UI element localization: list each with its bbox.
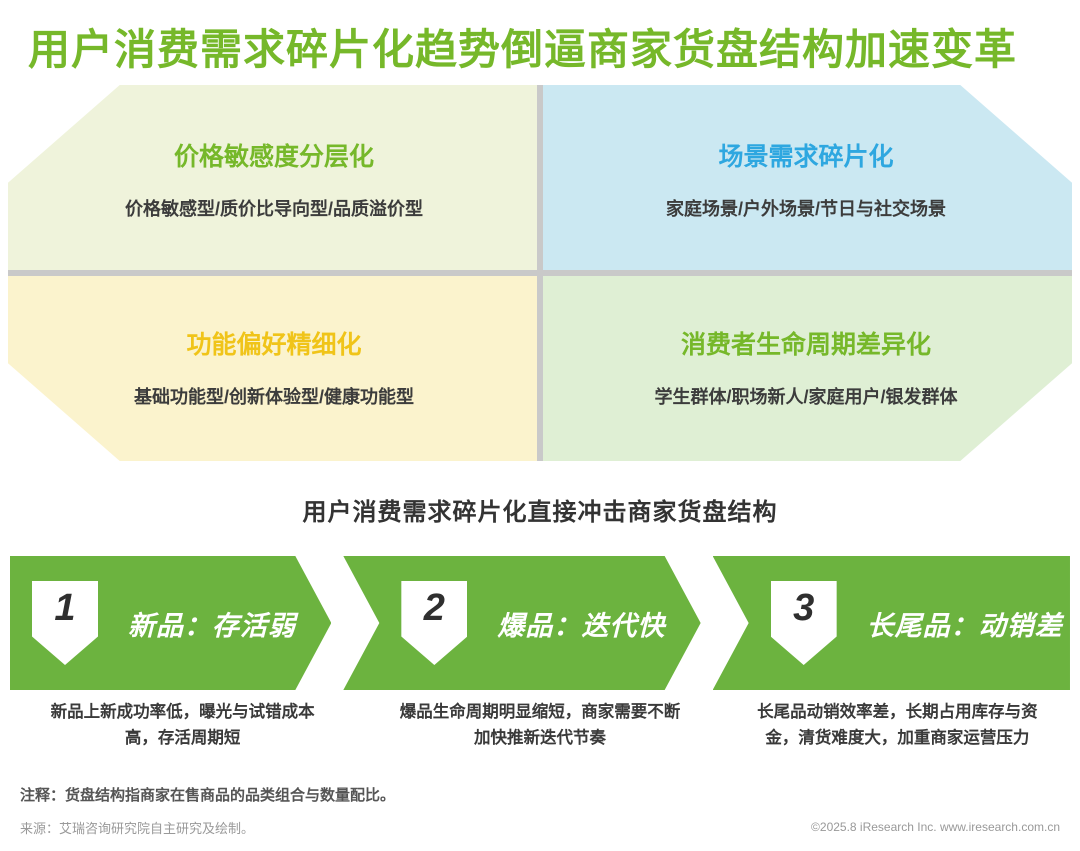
number-badge: 2 — [401, 581, 467, 665]
badge-number: 2 — [423, 587, 445, 629]
quadrant-lifecycle: 消费者生命周期差异化 学生群体/职场新人/家庭用户/银发群体 — [540, 273, 1072, 461]
segment-description-long-tail: 长尾品动销效率差，长期占用库存与资金，清货难度大，加重商家运营压力 — [757, 703, 1038, 747]
number-badge: 1 — [32, 581, 98, 665]
segment-descriptions: 新品上新成功率低，曝光与试错成本高，存活周期短 爆品生命周期明显缩短，商家需要不… — [10, 700, 1070, 751]
segment-label: 新品：存活弱 — [128, 610, 296, 641]
quadrant-title: 功能偏好精细化 — [186, 331, 362, 359]
segment-label: 长尾品：动销差 — [866, 610, 1063, 641]
number-badge: 3 — [770, 581, 837, 665]
impact-heading: 用户消费需求碎片化直接冲击商家货盘结构 — [302, 499, 778, 526]
quadrant-title: 价格敏感度分层化 — [173, 143, 374, 171]
segment-description-new-product: 新品上新成功率低，曝光与试错成本高，存活周期短 — [50, 703, 315, 747]
quadrant-grid: 价格敏感度分层化 价格敏感型/质价比导向型/品质溢价型 场景需求碎片化 家庭场景… — [8, 85, 1072, 461]
quadrant-function-preference: 功能偏好精细化 基础功能型/创新体验型/健康功能型 — [8, 273, 540, 461]
footer-note: 注释：货盘结构指商家在售商品的品类组合与数量配比。 — [20, 787, 396, 804]
quadrant-subtitle: 家庭场景/户外场景/节日与社交场景 — [665, 199, 946, 219]
badge-number: 3 — [793, 587, 815, 629]
band-segment-new-product: 1 新品：存活弱 — [10, 556, 331, 690]
quadrant-subtitle: 学生群体/职场新人/家庭用户/银发群体 — [654, 387, 958, 407]
segment-description-hot-product: 爆品生命周期明显缩短，商家需要不断加快推新迭代节奏 — [399, 703, 681, 747]
quadrant-subtitle: 价格敏感型/质价比导向型/品质溢价型 — [124, 199, 423, 219]
quadrant-title: 消费者生命周期差异化 — [680, 331, 931, 359]
impact-band: 1 新品：存活弱 2 爆品：迭代快 3 长尾品：动销差 — [10, 556, 1070, 690]
page-title: 用户消费需求碎片化趋势倒逼商家货盘结构加速变革 — [28, 26, 1018, 73]
band-segment-hot-product: 2 爆品：迭代快 — [343, 556, 700, 690]
footer-source: 来源：艾瑞咨询研究院自主研究及绘制。 — [20, 821, 255, 836]
quadrant-price-sensitivity: 价格敏感度分层化 价格敏感型/质价比导向型/品质溢价型 — [8, 85, 540, 273]
segment-label: 爆品：迭代快 — [497, 610, 666, 641]
quadrant-title: 场景需求碎片化 — [718, 143, 894, 171]
quadrant-subtitle: 基础功能型/创新体验型/健康功能型 — [133, 387, 414, 407]
quadrant-scene-demand: 场景需求碎片化 家庭场景/户外场景/节日与社交场景 — [540, 85, 1072, 273]
badge-number: 1 — [54, 587, 76, 629]
footer-copyright: ©2025.8 iResearch Inc. www.iresearch.com… — [811, 820, 1060, 834]
band-segment-long-tail: 3 长尾品：动销差 — [712, 556, 1070, 690]
vertical-divider — [537, 85, 543, 461]
